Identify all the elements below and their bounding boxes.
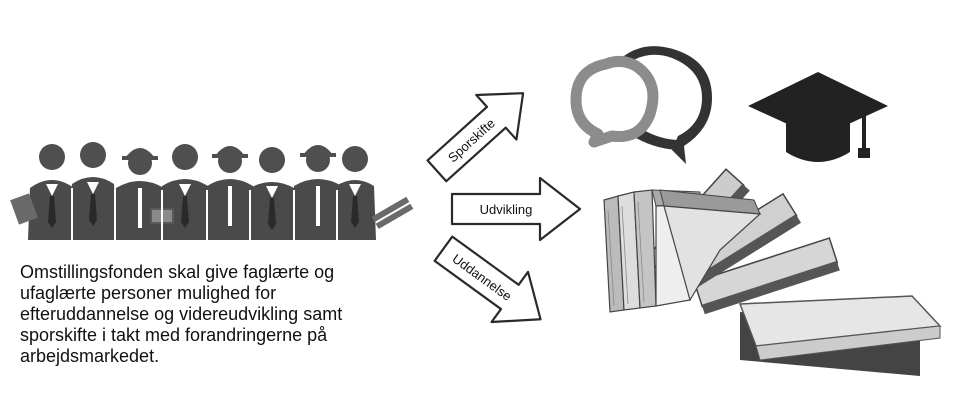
caption-line: Omstillingsfonden skal give faglærte og	[20, 262, 335, 282]
caption-line: ufaglærte personer mulighed for	[20, 283, 277, 303]
workers-group-icon	[10, 142, 414, 240]
caption-line: sporskifte i takt med forandringerne på	[20, 325, 328, 345]
speech-bubbles-icon	[570, 46, 712, 164]
arrow-sporskifte: Sporskifte	[426, 92, 525, 183]
arrow-udvikling: Udvikling	[450, 176, 582, 242]
books-stack-icon	[603, 168, 942, 376]
caption-line: efteruddannelse og videreudvikling samt	[20, 304, 343, 324]
arrow-label-udvikling: Udvikling	[480, 202, 533, 217]
arrow-uddannelse: Uddannelse	[433, 235, 542, 324]
caption-text: Omstillingsfonden skal give faglærte og …	[20, 262, 400, 367]
graduation-cap-icon	[748, 72, 888, 162]
caption-line: arbejdsmarkedet.	[20, 346, 160, 366]
